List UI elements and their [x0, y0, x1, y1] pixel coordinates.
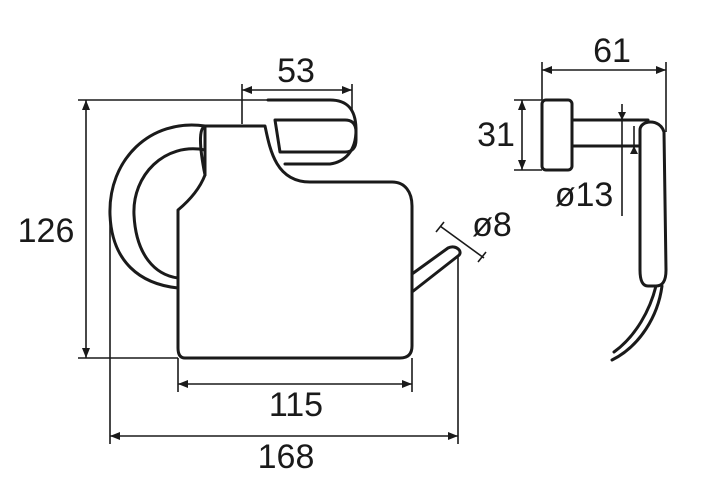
label-126: 126	[18, 212, 75, 250]
cover-body	[176, 124, 414, 360]
label-mount-diameter: ø13	[555, 176, 614, 214]
arrowheads	[82, 66, 666, 440]
front-view	[108, 98, 487, 360]
label-168: 168	[258, 438, 315, 476]
mount-cap	[266, 98, 358, 166]
arm-inner-curve	[132, 147, 207, 280]
label-rod-diameter: ø8	[472, 206, 512, 244]
dimension-labels: 53 126 115 168 ø8 61 31 ø13	[18, 32, 631, 476]
side-cover	[638, 120, 668, 288]
label-31: 31	[477, 116, 515, 154]
label-61: 61	[593, 32, 631, 70]
label-53: 53	[277, 52, 315, 90]
rod-dim-tick-b	[477, 251, 487, 263]
side-cover-tail	[610, 284, 664, 362]
label-115: 115	[269, 386, 323, 424]
side-dimensions	[514, 62, 667, 216]
rod	[410, 245, 462, 294]
side-view	[540, 98, 668, 362]
rod-dim-tick-a	[435, 221, 445, 233]
mount-cap-inner	[273, 118, 358, 154]
arm-outer-curve	[108, 123, 207, 290]
rod-dim-line	[439, 225, 485, 259]
wall-mount	[540, 98, 574, 172]
cover-left-edge	[199, 124, 207, 177]
front-dimensions	[78, 84, 459, 444]
